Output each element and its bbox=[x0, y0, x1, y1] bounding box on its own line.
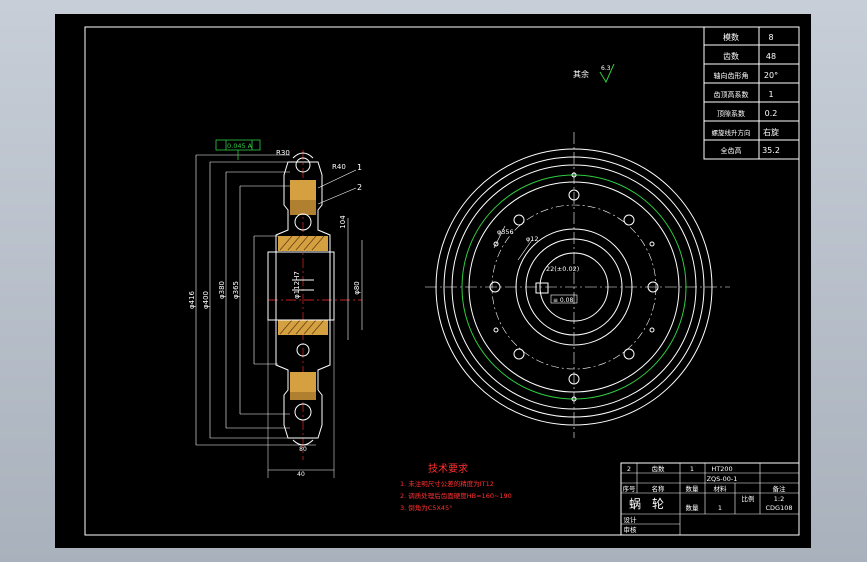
dim-d416: φ416 bbox=[188, 290, 196, 309]
section-view: φ416 φ400 φ380 φ365 φ112H7 104 φ80 1 2 R… bbox=[188, 139, 363, 478]
tb-r3-c4: 材料 bbox=[714, 484, 728, 493]
tolerance-frame: 0.045 A bbox=[227, 142, 253, 150]
dim-104: 104 bbox=[339, 215, 347, 229]
dim-40: 40 bbox=[297, 471, 305, 478]
tb-r3-c5: 备注 bbox=[773, 484, 787, 493]
param-value-0: 8 bbox=[768, 33, 773, 42]
param-label-2: 轴向齿形角 bbox=[714, 71, 749, 80]
tb-reviewer: 审核 bbox=[624, 525, 638, 534]
part-callout-2: 2 bbox=[357, 183, 362, 192]
parameter-table: 模数 8 齿数 48 轴向齿形角 20° 齿顶高系数 1 顶隙系数 0.2 螺旋… bbox=[703, 26, 800, 160]
param-label-3: 齿顶高系数 bbox=[714, 90, 749, 99]
tb-r4-c2: 轮 bbox=[652, 497, 664, 511]
dim-r30: R30 bbox=[276, 149, 290, 157]
dim-bolt-circle: φ356 bbox=[497, 228, 514, 236]
dim-keyway-tol: ≡ 0.08 bbox=[553, 297, 573, 304]
roughness-label: 其余 bbox=[573, 69, 589, 79]
param-value-6: 35.2 bbox=[762, 146, 780, 155]
param-label-1: 齿数 bbox=[723, 51, 739, 61]
tb-r5-c1: 数量 bbox=[686, 503, 700, 512]
tb-r1-c3: 1 bbox=[690, 465, 694, 473]
tb-r1-c1: 2 bbox=[627, 465, 631, 473]
tb-designer: 设计 bbox=[624, 515, 638, 524]
dim-d380: φ380 bbox=[218, 281, 226, 299]
param-label-5: 螺旋线升方向 bbox=[712, 128, 751, 137]
param-label-0: 模数 bbox=[723, 32, 739, 42]
tech-item-2: 2. 调质处理后齿面硬度HB=160~190 bbox=[400, 491, 512, 500]
technical-requirements: 技术要求 1. 未注明尺寸公差的精度为IT12 2. 调质处理后齿面硬度HB=1… bbox=[400, 462, 512, 512]
param-value-1: 48 bbox=[766, 52, 776, 61]
tech-title: 技术要求 bbox=[428, 462, 468, 475]
param-value-5: 右旋 bbox=[763, 127, 779, 137]
surface-roughness-note: 其余 6.3 bbox=[573, 63, 615, 84]
roughness-value: 6.3 bbox=[601, 65, 611, 72]
dim-d80: φ80 bbox=[353, 281, 361, 295]
dim-hole: φ12 bbox=[526, 235, 539, 243]
tb-r4-c1: 蜗 bbox=[629, 496, 641, 511]
tb-r1-c2: 齿数 bbox=[652, 464, 666, 473]
param-value-3: 1 bbox=[768, 90, 773, 99]
drawing-sheet bbox=[55, 14, 811, 548]
dim-d400: φ400 bbox=[202, 291, 210, 309]
outer-frame bbox=[84, 26, 800, 536]
tb-r1-c4: HT200 bbox=[711, 465, 732, 473]
tb-r4-c3: 比例 bbox=[742, 494, 755, 503]
param-value-4: 0.2 bbox=[765, 109, 778, 118]
tb-r2: ZQS-00-1 bbox=[707, 475, 738, 483]
dim-80: 80 bbox=[299, 446, 307, 453]
tb-r5-c2: 1 bbox=[718, 504, 722, 512]
tech-item-1: 1. 未注明尺寸公差的精度为IT12 bbox=[400, 479, 494, 488]
title-block: 2 齿数 1 HT200 ZQS-00-1 序号 名称 数量 材料 备注 蜗 轮… bbox=[620, 462, 800, 536]
front-view: φ356 φ12 22(±0.02) ≡ 0.08 bbox=[425, 132, 730, 438]
part-callout-1: 1 bbox=[357, 163, 362, 172]
param-value-2: 20° bbox=[764, 71, 778, 80]
param-label-6: 全齿高 bbox=[721, 146, 742, 155]
tb-r3-c3: 数量 bbox=[686, 484, 700, 493]
param-label-4: 顶隙系数 bbox=[717, 109, 745, 118]
tech-item-3: 3. 倒角为C5X45° bbox=[400, 503, 452, 512]
tb-r3-c2: 名称 bbox=[652, 484, 666, 493]
dim-d365: φ365 bbox=[232, 281, 240, 299]
dim-r40: R40 bbox=[332, 163, 346, 171]
dim-d112: φ112H7 bbox=[293, 271, 301, 299]
tb-r3-c1: 序号 bbox=[623, 484, 637, 493]
tb-r5-c3: CDG108 bbox=[766, 504, 793, 512]
tb-r4-c4: 1:2 bbox=[774, 495, 784, 503]
dim-hub-width: 22(±0.02) bbox=[546, 265, 579, 273]
